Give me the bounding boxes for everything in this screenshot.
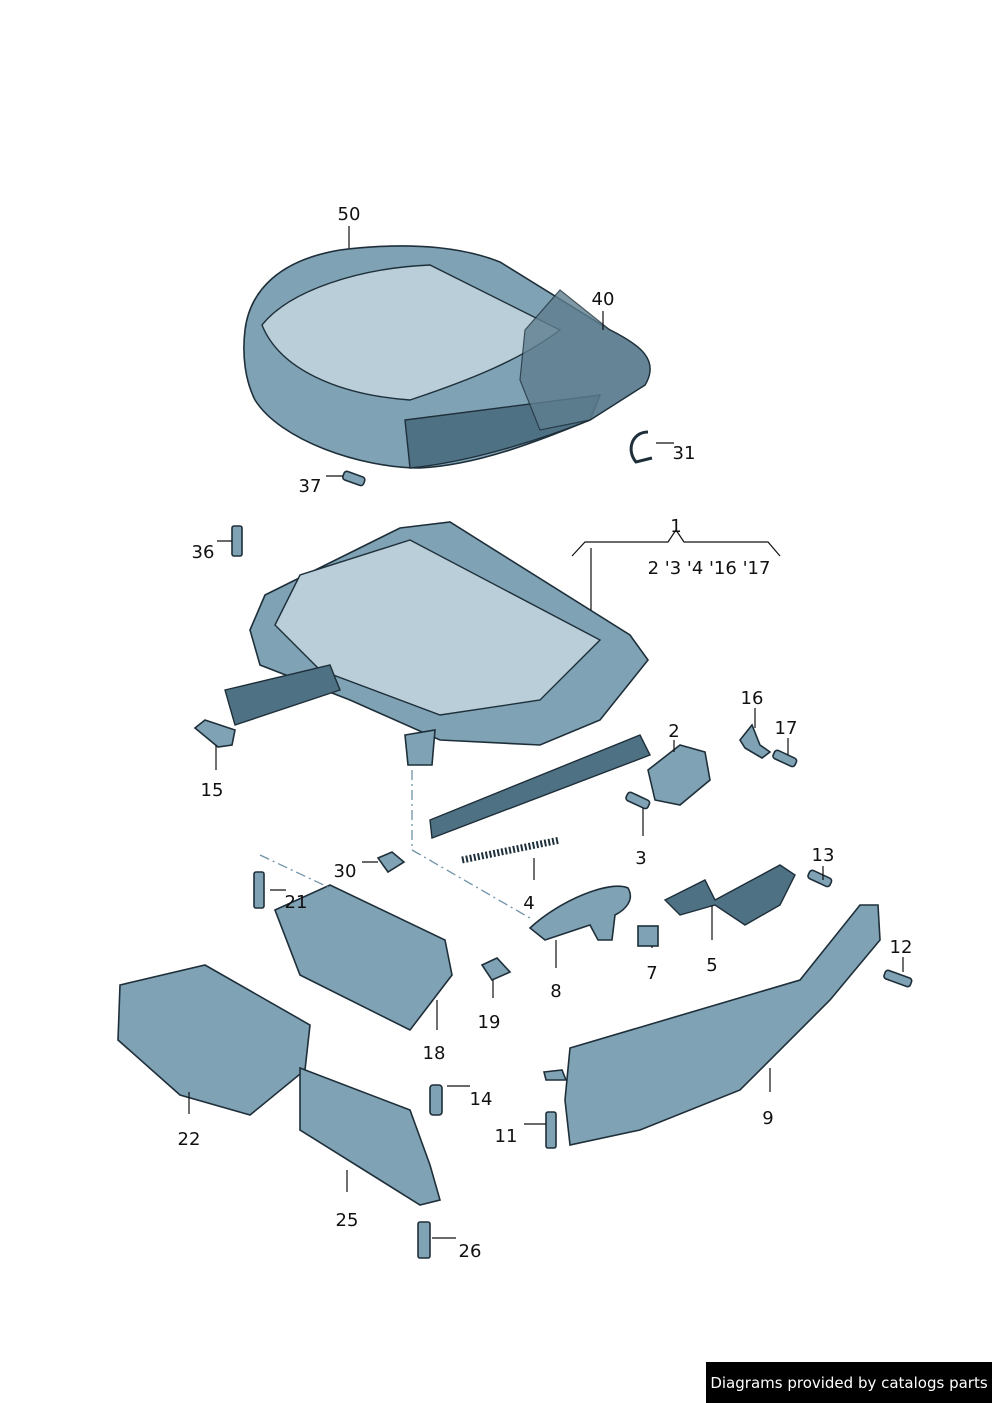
label-1-includes: 2 '3 '4 '16 '17 [647,558,771,579]
label-25: 25 [335,1210,359,1231]
label-22: 22 [177,1129,201,1150]
label-8: 8 [550,981,562,1002]
label-11: 11 [494,1126,518,1147]
label-13: 13 [811,845,835,866]
label-14: 14 [469,1089,493,1110]
spring-part-4[interactable] [461,836,561,864]
label-19: 19 [477,1012,501,1033]
motor-part-2[interactable] [647,744,711,806]
label-40: 40 [591,289,615,310]
screw-part-12[interactable] [883,969,913,988]
cover-part-25[interactable] [299,1066,441,1206]
label-5: 5 [706,955,718,976]
clip-part-31[interactable] [629,430,653,464]
credit-banner: Diagrams provided by catalogs parts [706,1362,992,1403]
screw-part-3[interactable] [625,791,651,810]
label-16: 16 [740,688,764,709]
label-26: 26 [458,1241,482,1262]
label-4: 4 [523,893,535,914]
bracket-part-5[interactable] [663,864,796,926]
bolt-part-36[interactable] [231,525,243,557]
label-7: 7 [646,963,658,984]
seat-frame-part-1[interactable] [224,521,651,839]
label-9: 9 [762,1108,774,1129]
handle-part-15[interactable] [193,719,236,748]
mesh-part-40[interactable] [519,289,651,431]
label-37: 37 [298,476,322,497]
label-15: 15 [200,780,224,801]
screw-part-26[interactable] [417,1221,431,1259]
tray-part-18[interactable] [273,884,453,1032]
label-31: 31 [672,443,696,464]
screw-part-11[interactable] [545,1111,557,1149]
label-3: 3 [635,848,647,869]
leader-lines [188,226,904,1239]
cover-part-22[interactable] [117,964,311,1116]
label-21: 21 [284,892,308,913]
screw-part-13[interactable] [807,869,833,888]
clip-part-30[interactable] [376,851,406,874]
rivet-part-14[interactable] [429,1084,443,1116]
bracket-part-16[interactable] [739,723,772,759]
clip-part-11-bracket [543,1069,568,1081]
side-trim-part-9[interactable] [564,904,881,1146]
label-12: 12 [889,937,913,958]
label-36: 36 [191,542,215,563]
clip-part-19[interactable] [480,957,512,982]
label-50: 50 [337,204,361,225]
screw-part-17[interactable] [772,749,798,768]
lever-part-8[interactable] [528,885,632,941]
label-2: 2 [668,721,680,742]
label-17: 17 [774,718,798,739]
label-30: 30 [333,861,357,882]
label-1: 1 [670,516,682,537]
screw-part-37[interactable] [341,470,366,487]
seat-cushion-part-50[interactable] [243,245,651,469]
screw-part-21[interactable] [253,871,265,909]
alignment-line [259,770,531,919]
clip-nut-part-7[interactable] [637,925,659,947]
label-18: 18 [422,1043,446,1064]
